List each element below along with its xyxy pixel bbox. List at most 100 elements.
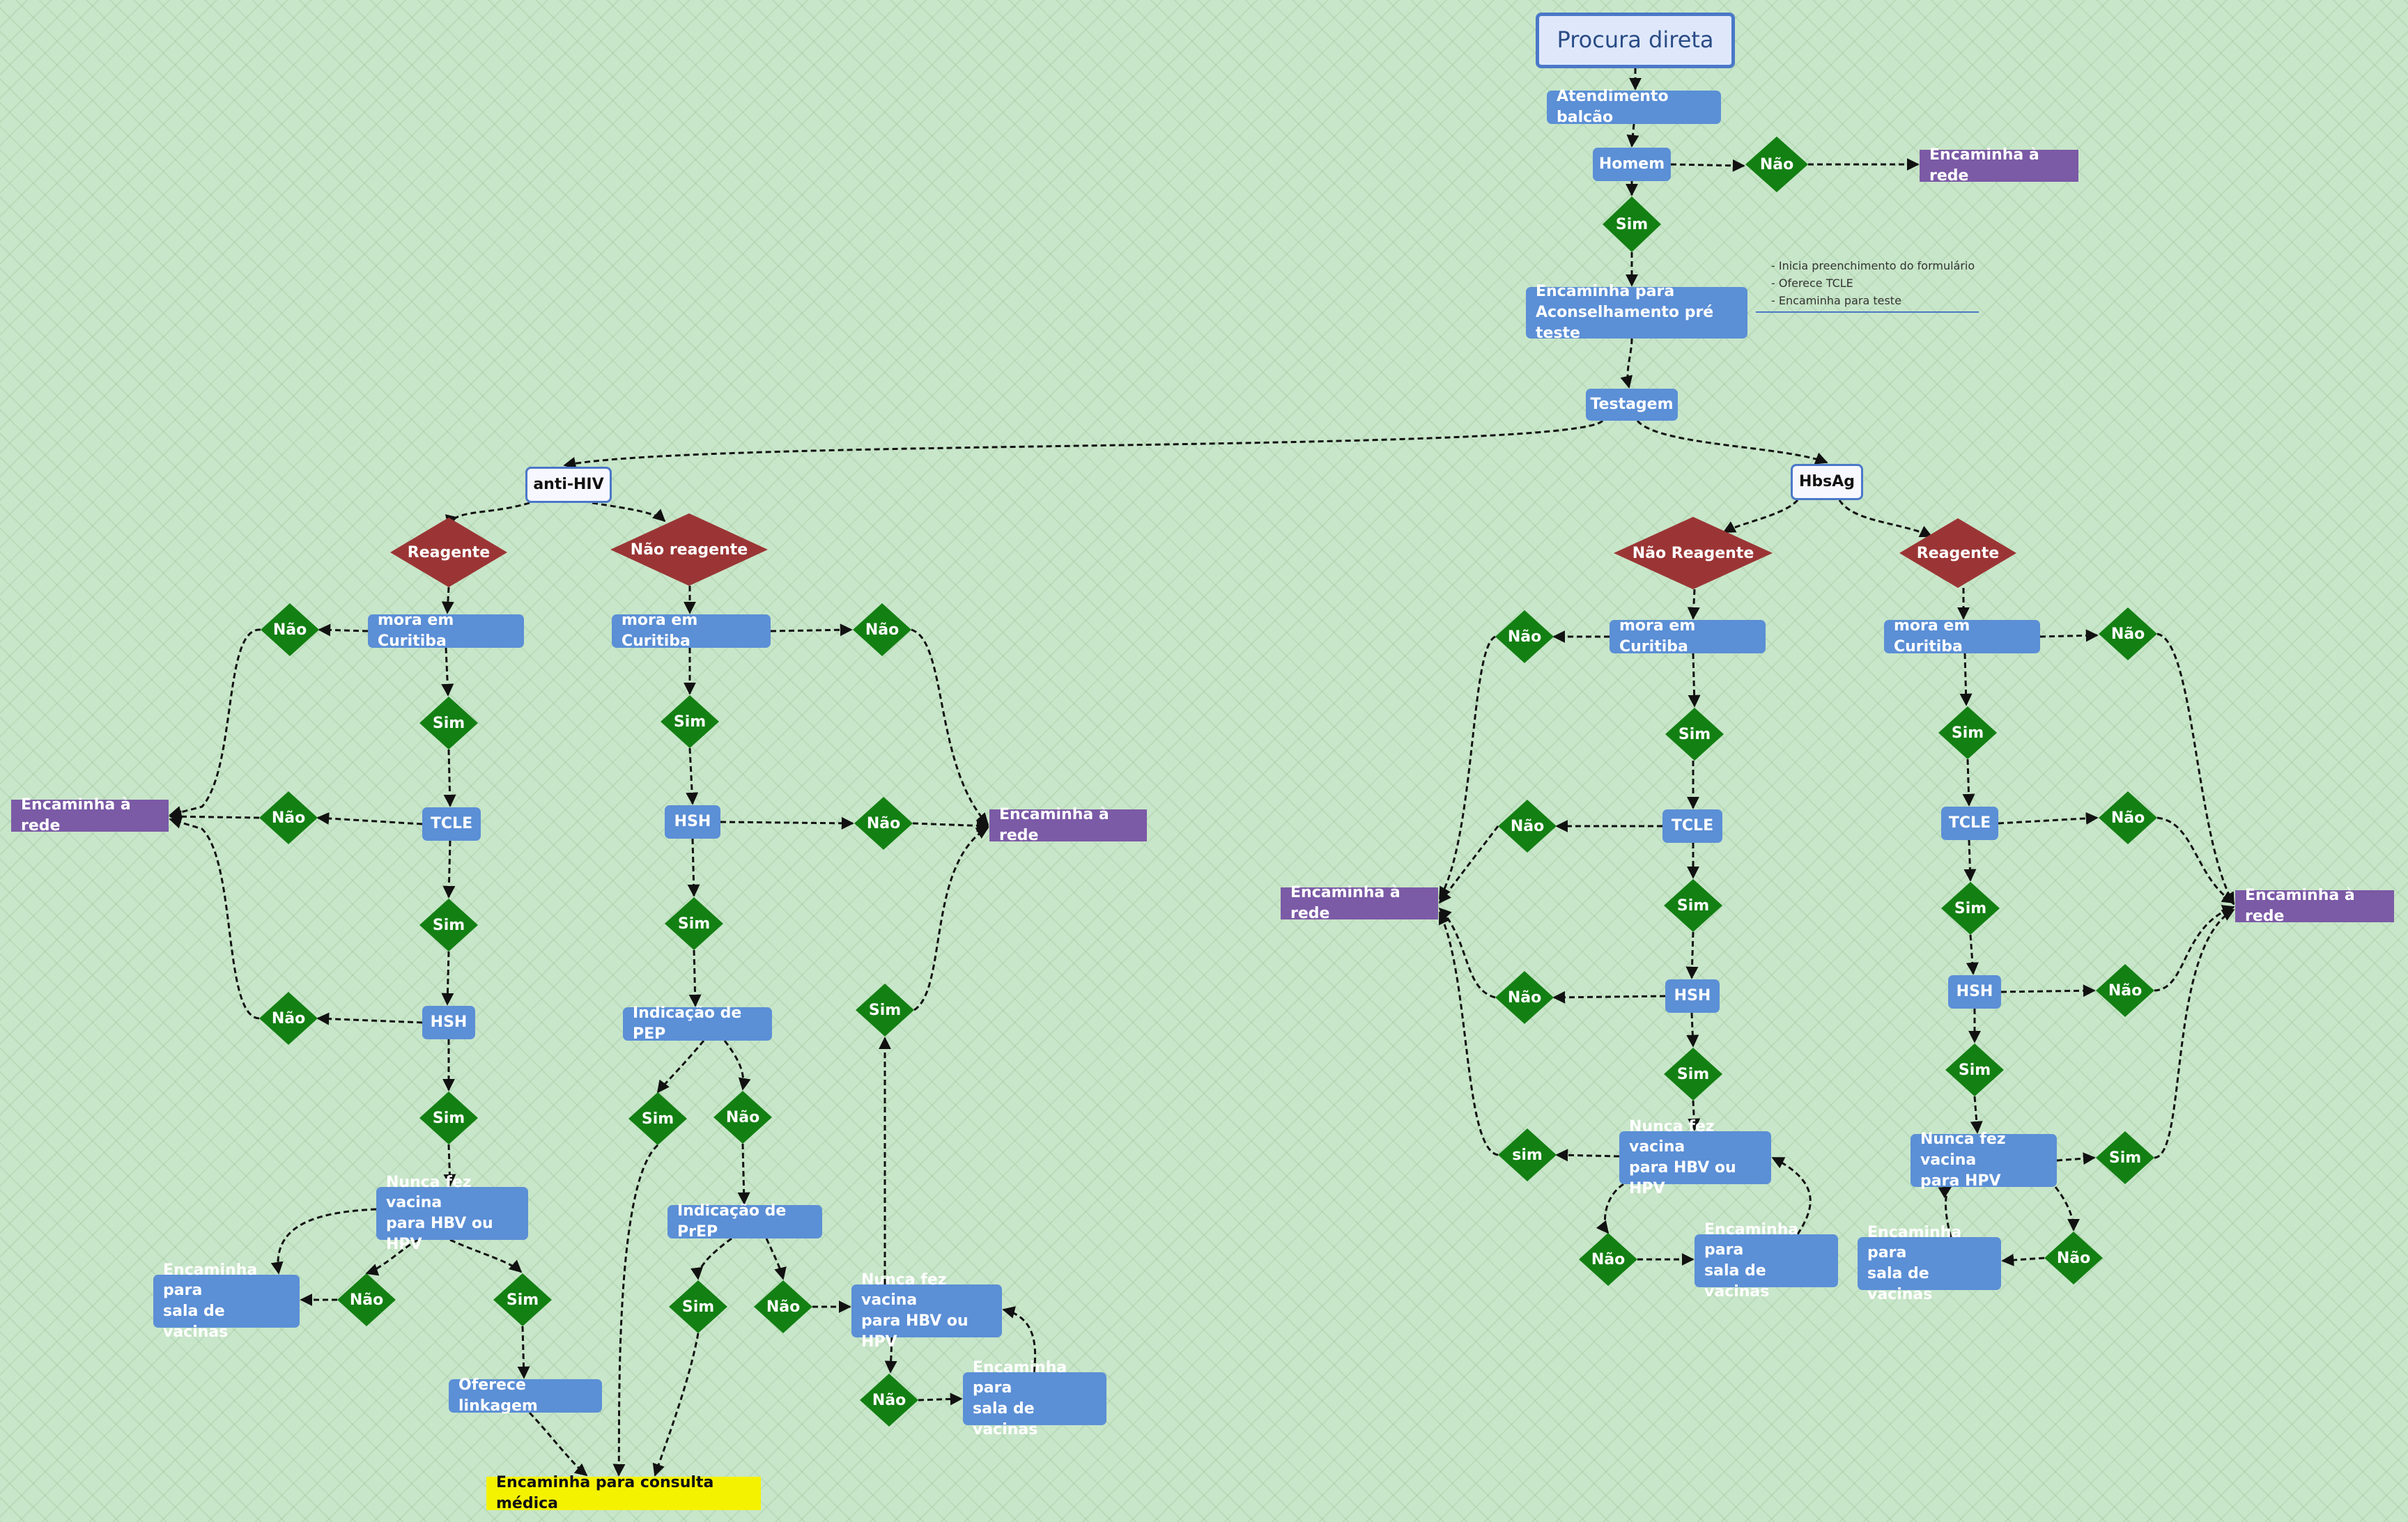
encaminha-rede-hiv-right[interactable]: Encaminha à rede bbox=[989, 806, 1147, 844]
connector-arrow bbox=[687, 838, 700, 897]
hiv-r-linkagem[interactable]: Oferece linkagem bbox=[449, 1376, 602, 1415]
encaminha-consulta-medica[interactable]: Encaminha para consulta médica bbox=[486, 1474, 761, 1512]
connector-arrow bbox=[443, 1144, 456, 1187]
decision-diamond bbox=[419, 1092, 478, 1144]
connector-arrow bbox=[1620, 338, 1633, 389]
decision-diamond bbox=[713, 1091, 772, 1144]
connector-arrow bbox=[770, 623, 853, 637]
hbs-r-tcle[interactable]: TCLE bbox=[1941, 807, 1998, 840]
homem-node[interactable]: Homem bbox=[1593, 148, 1671, 181]
connector-arrow bbox=[1963, 839, 1977, 882]
connector-arrow bbox=[1687, 589, 1700, 620]
atendimento-balcao-node[interactable]: Atendimento balcão bbox=[1547, 88, 1721, 126]
hiv-nr-hsh[interactable]: HSH bbox=[665, 805, 720, 839]
connector-arrow bbox=[316, 812, 423, 825]
aconselhamento-node[interactable]: Encaminha para Aconselhamento pré teste bbox=[1526, 283, 1747, 342]
encaminha-rede-hbs-right[interactable]: Encaminha à rede bbox=[2235, 887, 2394, 925]
connector-arrow bbox=[441, 587, 454, 614]
decision-diamond bbox=[493, 1273, 552, 1326]
hbs-r-mora-curitiba[interactable]: mora em Curitiba bbox=[1884, 617, 2040, 655]
decision-diamond bbox=[1664, 1048, 1722, 1101]
decision-diamond bbox=[860, 1374, 918, 1427]
connector-arrow bbox=[1722, 499, 1799, 534]
decision-diamond bbox=[1603, 196, 1661, 252]
connector-arrow bbox=[2001, 1253, 2045, 1266]
start-procura-direta[interactable]: Procura direta bbox=[1536, 13, 1735, 68]
decision-shapes bbox=[259, 137, 2157, 1427]
connector-arrow bbox=[1688, 653, 1701, 708]
connector-arrow bbox=[1998, 812, 2099, 825]
hbsag-node[interactable]: HbsAg bbox=[1791, 464, 1863, 500]
hbs-nr-tcle[interactable]: TCLE bbox=[1662, 809, 1722, 843]
hiv-nr-pep[interactable]: Indicação de PEP bbox=[623, 1004, 772, 1043]
hiv-nr-mora-curitiba[interactable]: mora em Curitiba bbox=[612, 612, 771, 650]
encaminha-rede-hiv-left[interactable]: Encaminha à rede bbox=[11, 796, 169, 834]
decision-diamond bbox=[1945, 1043, 2004, 1096]
decision-diamond bbox=[337, 1273, 396, 1326]
connector-arrow bbox=[1555, 1149, 1620, 1162]
connector-arrow bbox=[911, 628, 989, 826]
connector-arrow bbox=[686, 747, 699, 805]
connector-arrow bbox=[528, 1411, 588, 1477]
decision-diamond bbox=[1498, 800, 1557, 853]
connector-arrow bbox=[1959, 653, 1973, 706]
hiv-r-vacina[interactable]: Nunca fez vacina para HBV ou HPV bbox=[376, 1174, 528, 1253]
decision-diamond bbox=[1665, 708, 1724, 761]
encaminha-rede-hbs-left[interactable]: Encaminha à rede bbox=[1281, 884, 1438, 922]
connector-arrow bbox=[169, 816, 260, 1020]
connector-arrow bbox=[1686, 1012, 1699, 1048]
hbs-nr-mora-curitiba[interactable]: mora em Curitiba bbox=[1610, 617, 1766, 655]
decision-diamond bbox=[1495, 610, 1554, 663]
decision-diamond bbox=[1498, 1128, 1557, 1181]
connector-arrow bbox=[2156, 632, 2235, 906]
connector-arrow bbox=[2056, 1152, 2096, 1165]
hbs-nr-hsh[interactable]: HSH bbox=[1665, 979, 1720, 1013]
connector-arrow bbox=[1670, 159, 1745, 172]
decision-diamond bbox=[2099, 607, 2157, 660]
hiv-r-tcle[interactable]: TCLE bbox=[422, 807, 481, 841]
connector-arrow bbox=[449, 1238, 523, 1273]
decision-diamond bbox=[2099, 791, 2157, 844]
connector-arrow bbox=[1438, 635, 1496, 900]
connector-arrow bbox=[1438, 825, 1499, 904]
connector-arrow bbox=[318, 623, 369, 637]
connector-arrow bbox=[270, 1208, 377, 1275]
connector-arrow bbox=[656, 1040, 705, 1094]
connector-arrow bbox=[765, 1238, 787, 1280]
decision-diamond bbox=[2044, 1232, 2103, 1284]
hbs-r-sala-vacinas[interactable]: Encaminha para sala de vacinas bbox=[1858, 1224, 2001, 1303]
hiv-nr-sala-vacinas[interactable]: Encaminha para sala de vacinas bbox=[963, 1359, 1106, 1438]
hbs-nr-sala-vacinas[interactable]: Encaminha para sala de vacinas bbox=[1695, 1221, 1838, 1300]
connector-arrow bbox=[1596, 1183, 1624, 1234]
connector-arrow bbox=[2054, 1186, 2080, 1232]
connector-arrow bbox=[652, 1333, 700, 1477]
connector-arrow bbox=[443, 749, 456, 807]
note-line: - Oferece TCLE bbox=[1771, 276, 1853, 290]
decision-diamond bbox=[419, 697, 478, 750]
connector-arrow bbox=[2039, 629, 2099, 642]
hiv-nr-vacina[interactable]: Nunca fez vacina para HBV ou HPV bbox=[851, 1271, 1002, 1351]
hiv-r-mora-curitiba[interactable]: mora em Curitiba bbox=[368, 612, 524, 650]
connector-arrow bbox=[592, 502, 666, 522]
hbs-r-vacina[interactable]: Nunca fez vacina para HPV bbox=[1911, 1131, 2057, 1190]
hiv-r-hsh[interactable]: HSH bbox=[422, 1006, 475, 1039]
connector-arrow bbox=[1626, 123, 1639, 148]
testagem-node[interactable]: Testagem bbox=[1586, 389, 1678, 421]
decision-diamond bbox=[1899, 518, 2016, 588]
connector-arrow bbox=[1438, 907, 1496, 999]
hbs-r-hsh[interactable]: HSH bbox=[1948, 975, 2001, 1009]
connector-arrow bbox=[316, 1012, 423, 1025]
hiv-nr-prep[interactable]: Indicação de PrEP bbox=[667, 1202, 822, 1241]
connector-arrow bbox=[913, 826, 989, 1011]
anti-hiv-node[interactable]: anti-HIV bbox=[525, 467, 612, 503]
decision-diamond bbox=[2096, 964, 2154, 1017]
hbs-nr-vacina[interactable]: Nunca fez vacina para HBV ou HPV bbox=[1619, 1118, 1771, 1197]
connector-arrow bbox=[563, 419, 1604, 469]
hiv-r-sala-vacinas[interactable]: Encaminha para sala de vacinas bbox=[153, 1261, 300, 1341]
connector-arrow bbox=[1636, 419, 1828, 465]
connector-arrow bbox=[1438, 911, 1499, 1156]
encaminha-rede-top[interactable]: Encaminha à rede bbox=[1920, 146, 2078, 185]
connector-arrow bbox=[720, 816, 854, 830]
connector-arrow bbox=[1002, 1306, 1037, 1373]
decision-diamond bbox=[754, 1280, 812, 1333]
